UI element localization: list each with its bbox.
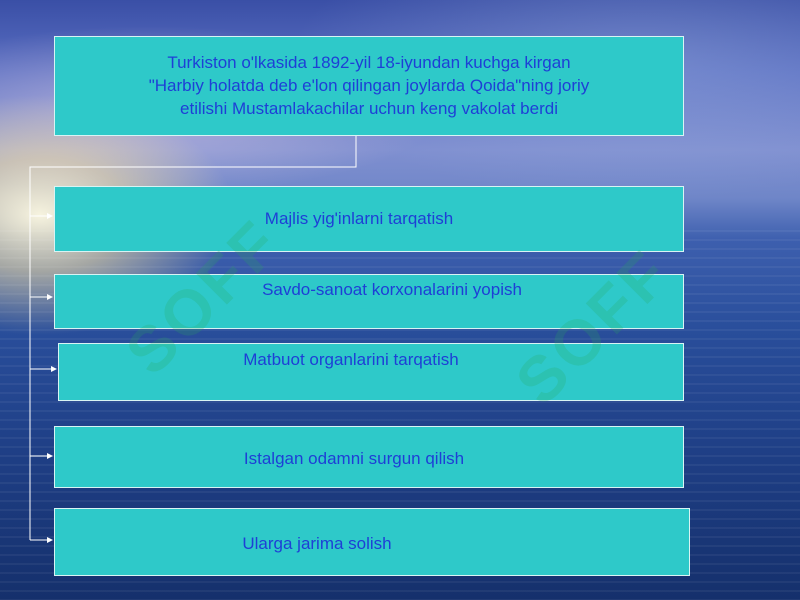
main-statement-line-3: etilishi Mustamlakachilar uchun keng vak… (180, 99, 558, 118)
item-label-2: Savdo-sanoat korxonalarini yopish (262, 280, 522, 299)
main-statement-box: Turkiston o'lkasida 1892-yil 18-iyundan … (54, 36, 684, 136)
item-box-3: Matbuot organlarini tarqatish (58, 343, 684, 401)
item-label-4: Istalgan odamni surgun qilish (243, 449, 465, 468)
main-statement-text: Turkiston o'lkasida 1892-yil 18-iyundan … (149, 51, 590, 120)
item-label-5: Ularga jarima solish (242, 534, 392, 553)
item-box-1: Majlis yig'inlarni tarqatish (54, 186, 684, 252)
item-box-5: Ularga jarima solish (54, 508, 690, 576)
item-label-1: Majlis yig'inlarni tarqatish (264, 209, 454, 228)
main-statement-line-1: Turkiston o'lkasida 1892-yil 18-iyundan … (167, 53, 571, 72)
main-statement-line-2: "Harbiy holatda deb e'lon qilingan joyla… (148, 76, 590, 95)
item-box-4: Istalgan odamni surgun qilish (54, 426, 684, 488)
item-label-3: Matbuot organlarini tarqatish (243, 350, 459, 369)
item-box-2: Savdo-sanoat korxonalarini yopish (54, 274, 684, 329)
